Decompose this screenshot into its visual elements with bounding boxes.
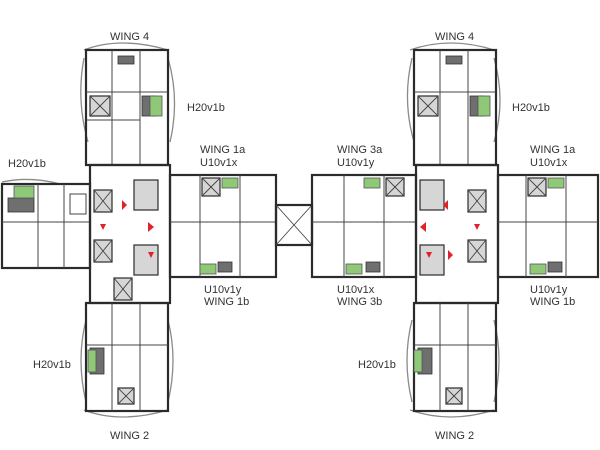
right-wing-2-block: [406, 301, 500, 418]
label-center-wing-3b: WING 3b: [337, 296, 382, 308]
left-wing-4-block: [80, 42, 176, 167]
bridge-between-towers: [274, 203, 314, 247]
label-right-wing-2: WING 2: [435, 430, 474, 442]
right-east-wing-block: [496, 173, 600, 279]
label-right-u10v1x: U10v1x: [530, 157, 568, 169]
label-right-h20v1b-bottom: H20v1b: [358, 359, 396, 371]
label-left-wing-4: WING 4: [110, 31, 149, 43]
label-left-wing-1b: WING 1b: [204, 296, 249, 308]
label-left-h20v1b-bottom: H20v1b: [33, 359, 71, 371]
left-west-wing-block: [0, 178, 92, 270]
label-center-wing-3a: WING 3a: [337, 144, 383, 156]
left-central-core: [88, 163, 172, 305]
label-left-wing-2: WING 2: [110, 430, 149, 442]
label-center-u10v1y: U10v1y: [337, 157, 375, 169]
label-left-h20v1b-top: H20v1b: [187, 102, 225, 114]
right-west-wing-block: [310, 173, 418, 279]
label-right-wing-1a: WING 1a: [530, 144, 576, 156]
label-right-h20v1b-top: H20v1b: [512, 102, 550, 114]
label-left-wing-1a: WING 1a: [200, 144, 246, 156]
right-tower: [310, 42, 600, 418]
label-right-wing-1b: WING 1b: [530, 296, 575, 308]
left-east-wing-block: [168, 173, 278, 279]
label-left-u10v1y: U10v1y: [204, 284, 242, 296]
right-central-core: [414, 163, 500, 305]
label-center-u10v1x: U10v1x: [337, 284, 375, 296]
right-wing-4-block: [406, 42, 501, 167]
label-right-wing-4: WING 4: [435, 31, 474, 43]
label-left-u10v1x: U10v1x: [200, 157, 238, 169]
left-tower: [0, 42, 278, 418]
label-right-u10v1y: U10v1y: [530, 284, 568, 296]
labels: WING 4 H20v1b H20v1b WING 1a U10v1x U10v…: [8, 31, 576, 442]
left-wing-2-block: [80, 301, 174, 418]
label-left-h20v1b-west: H20v1b: [8, 158, 46, 170]
